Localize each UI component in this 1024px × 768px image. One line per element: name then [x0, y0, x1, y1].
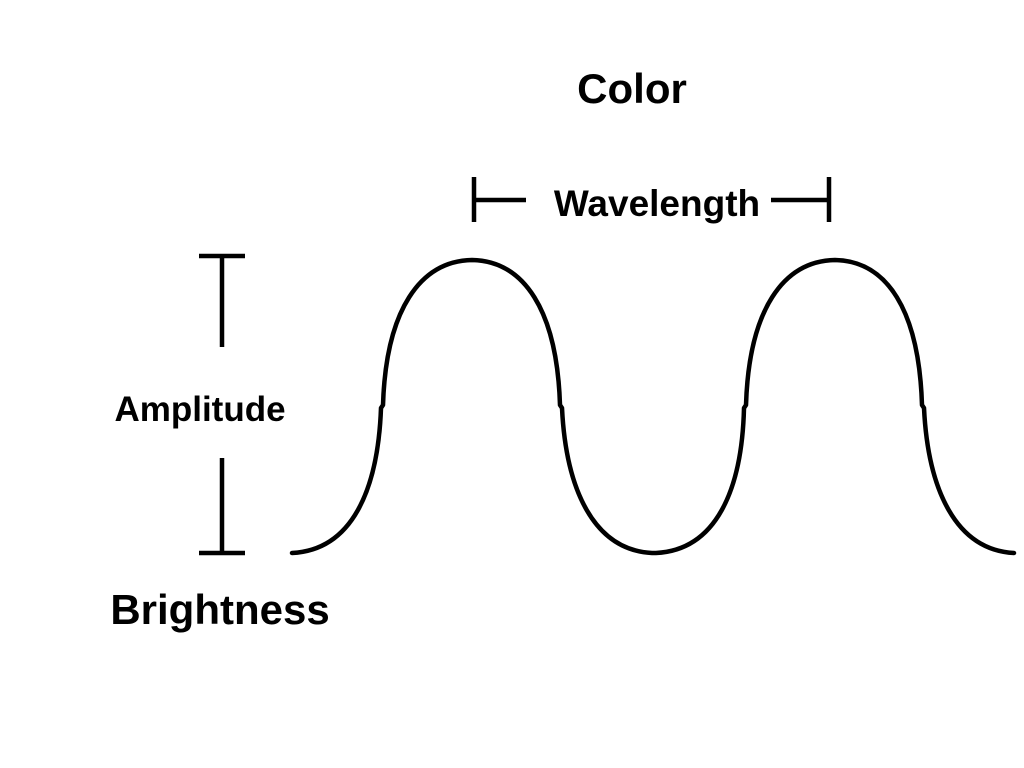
wave-curve [289, 257, 1017, 556]
wavelength-bracket [471, 177, 832, 222]
brightness-label: Brightness [110, 586, 329, 633]
amplitude-label: Amplitude [114, 390, 285, 429]
color-label: Color [577, 65, 687, 112]
amplitude-bracket [199, 253, 245, 556]
wavelength-label: Wavelength [554, 183, 760, 224]
